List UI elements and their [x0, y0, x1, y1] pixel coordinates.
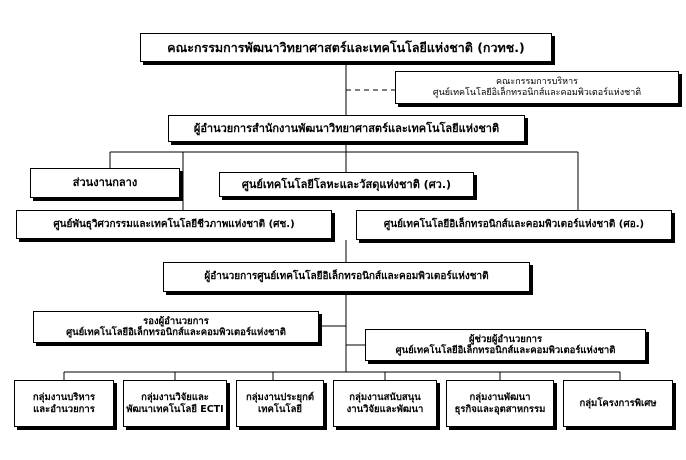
group-rnd-line1: กลุ่มงานวิจัยและ: [141, 392, 209, 404]
biotec-label: ศูนย์พันธุวิศวกรรมและเทคโนโลยีชีวภาพแห่ง…: [53, 218, 295, 230]
group-support-box: กลุ่มงานสนับสนุน งานวิจัยและพัฒนา: [333, 380, 437, 427]
group-special-line1: กลุ่มโครงการพิเศษ: [579, 397, 657, 409]
board-box: คณะกรรมการบริหาร ศูนย์เทคโนโลยีอิเล็กทรอ…: [395, 71, 679, 104]
central-unit-label: ส่วนงานกลาง: [72, 176, 138, 190]
nectec-box: ศูนย์เทคโนโลยีอิเล็กทรอนิกส์และคอมพิวเตอ…: [356, 210, 672, 240]
group-business-box: กลุ่มงานพัฒนา ธุรกิจและอุตสาหกรรม: [446, 380, 554, 427]
deputy-line2: ศูนย์เทคโนโลยีอิเล็กทรอนิกส์และคอมพิวเตอ…: [66, 327, 286, 338]
deputy-director-box: รองผู้อำนวยการ ศูนย์เทคโนโลยีอิเล็กทรอนิ…: [33, 311, 319, 343]
mtec-label: ศูนย์เทคโนโลยีโลหะและวัสดุแห่งชาติ (ศว.): [241, 177, 452, 191]
board-line2: ศูนย์เทคโนโลยีอิเล็กทรอนิกส์และคอมพิวเตอ…: [432, 87, 642, 98]
group-admin-line1: กลุ่มงานบริหาร: [32, 392, 96, 404]
group-admin-line2: และอำนวยการ: [33, 403, 95, 415]
nectec-director-label: ผู้อำนวยการศูนย์เทคโนโลยีอิเล็กทรอนิกส์แ…: [204, 271, 489, 282]
assistant-director-box: ผู้ช่วยผู้อำนวยการ ศูนย์เทคโนโลยีอิเล็กท…: [365, 329, 646, 361]
group-business-line1: กลุ่มงานพัฒนา: [469, 392, 531, 404]
biotec-box: ศูนย์พันธุวิศวกรรมและเทคโนโลยีชีวภาพแห่ง…: [16, 210, 332, 239]
mtec-box: ศูนย์เทคโนโลยีโลหะและวัสดุแห่งชาติ (ศว.): [219, 172, 474, 197]
group-applied-box: กลุ่มงานประยุกต์ เทคโนโลยี: [236, 380, 324, 427]
group-special-box: กลุ่มโครงการพิเศษ: [563, 380, 673, 427]
director-label: ผู้อำนวยการสำนักงานพัฒนาวิทยาศาสตร์และเท…: [193, 121, 500, 135]
nectec-label: ศูนย์เทคโนโลยีอิเล็กทรอนิกส์และคอมพิวเตอ…: [383, 219, 645, 230]
board-line1: คณะกรรมการบริหาร: [496, 76, 578, 87]
top-committee-box: คณะกรรมการพัฒนาวิทยาศาสตร์และเทคโนโลยีแห…: [140, 33, 552, 62]
director-box: ผู้อำนวยการสำนักงานพัฒนาวิทยาศาสตร์และเท…: [168, 115, 525, 142]
assistant-line1: ผู้ช่วยผู้อำนวยการ: [468, 333, 543, 345]
assistant-line2: ศูนย์เทคโนโลยีอิเล็กทรอนิกส์และคอมพิวเตอ…: [395, 345, 616, 356]
group-admin-box: กลุ่มงานบริหาร และอำนวยการ: [14, 380, 114, 427]
deputy-line1: รองผู้อำนวยการ: [143, 315, 209, 327]
group-support-line1: กลุ่มงานสนับสนุน: [349, 392, 421, 404]
group-support-line2: งานวิจัยและพัฒนา: [346, 403, 424, 415]
nectec-director-box: ผู้อำนวยการศูนย์เทคโนโลยีอิเล็กทรอนิกส์แ…: [163, 262, 530, 292]
group-applied-line2: เทคโนโลยี: [258, 403, 302, 415]
group-applied-line1: กลุ่มงานประยุกต์: [245, 392, 315, 404]
central-unit-box: ส่วนงานกลาง: [30, 168, 180, 198]
group-rnd-box: กลุ่มงานวิจัยและ พัฒนาเทคโนโลยี ECTI: [123, 380, 227, 427]
top-committee-label: คณะกรรมการพัฒนาวิทยาศาสตร์และเทคโนโลยีแห…: [167, 40, 525, 55]
group-business-line2: ธุรกิจและอุตสาหกรรม: [454, 403, 546, 415]
group-rnd-line2: พัฒนาเทคโนโลยี ECTI: [126, 403, 224, 415]
